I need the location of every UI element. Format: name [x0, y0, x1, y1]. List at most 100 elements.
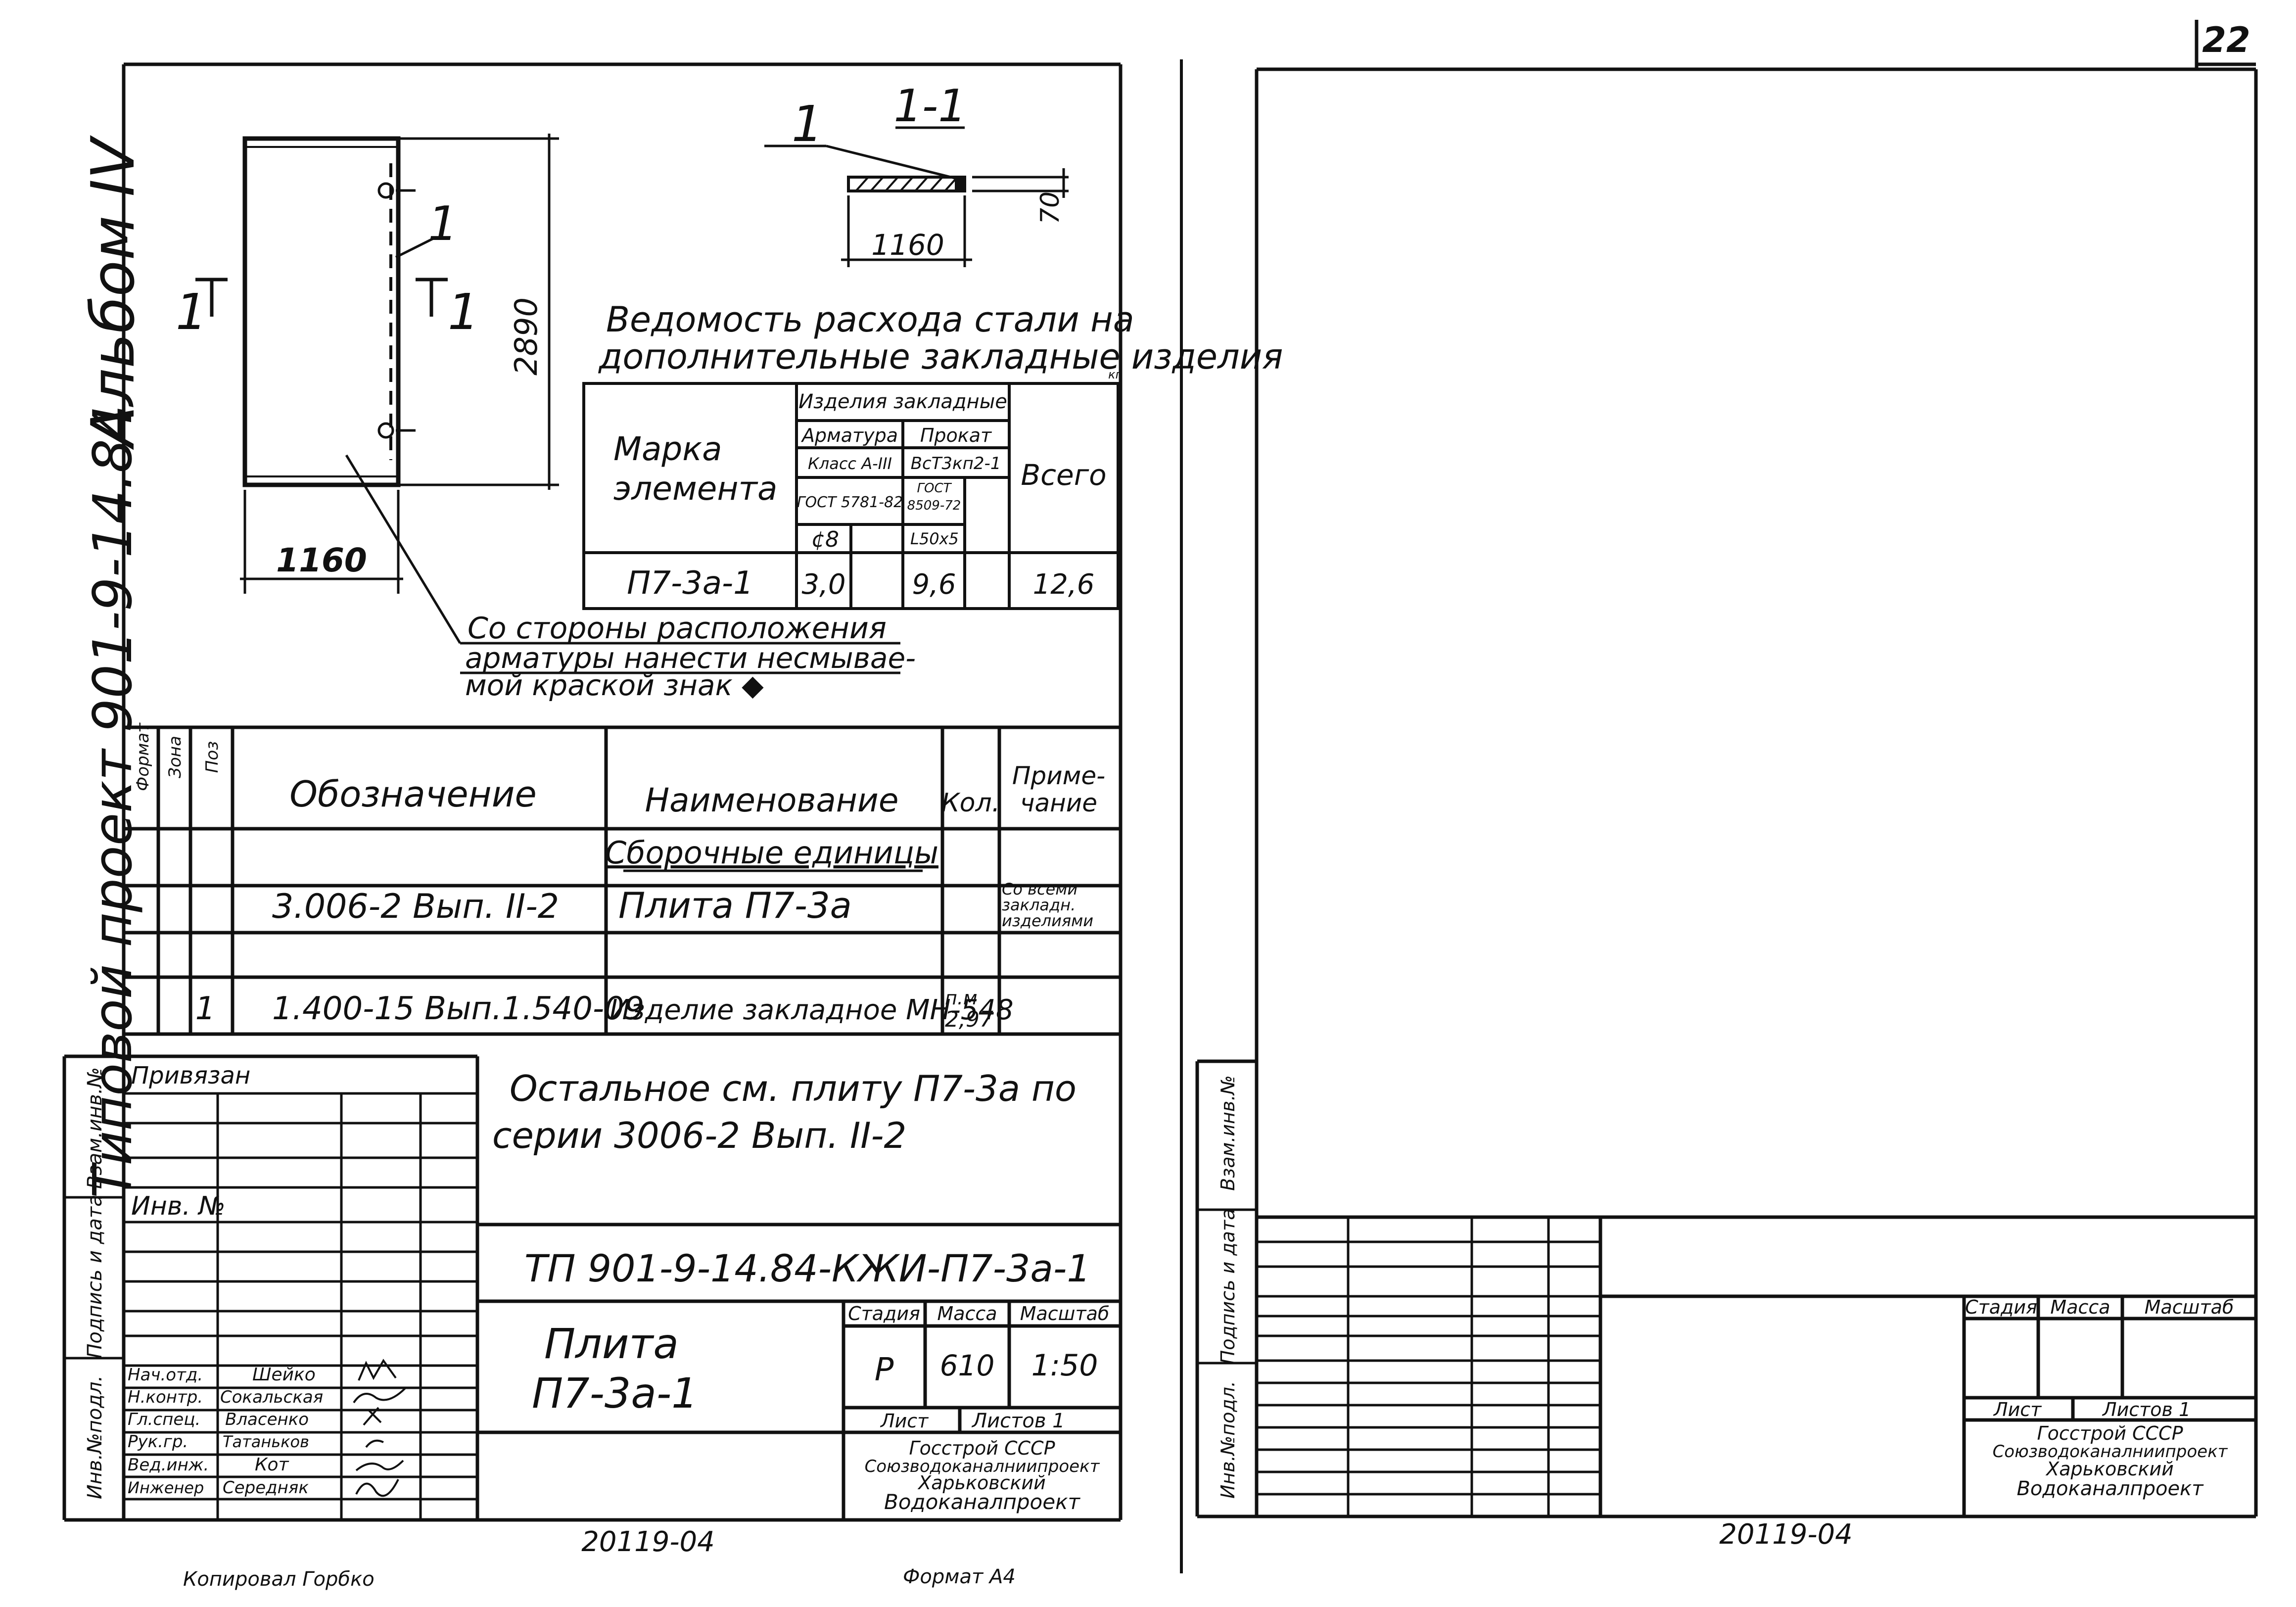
stamp-p2-role: Н.контр. [128, 1387, 203, 1407]
spec-r2-pos: 1 [195, 991, 216, 1027]
spec-r1-note-3: изделиями [1002, 911, 1093, 930]
right-org-1: Госстрой СССР [2037, 1422, 2183, 1444]
stamp-org-3: Харьковский [917, 1472, 1046, 1494]
steel-h-gost-b-1: ГОСТ [917, 481, 952, 496]
plan-width-dim: 1160 [276, 541, 367, 579]
spec-r1-designation: 3.006-2 Вып. II-2 [272, 887, 559, 926]
steel-h-gost-b-2: 8509-72 [907, 498, 961, 513]
spec-h-name: Наименование [645, 781, 899, 819]
steel-h-angle: L50x5 [910, 529, 959, 548]
stamp-title-2: П7-3а-1 [532, 1369, 698, 1418]
stamp-org-4: Водоканалпроект [884, 1490, 1080, 1514]
section-width-dim: 1160 [871, 228, 944, 262]
spec-h-format: Формат [133, 722, 153, 791]
right-doc-number: 20119-04 [1719, 1518, 1853, 1551]
stamp-remark-1: Остальное см. плиту П7-3а по [510, 1068, 1077, 1109]
spec-r1-note-1: Со всеми [1002, 880, 1078, 898]
stamp-stage-label: Стадия [848, 1303, 920, 1324]
right-sheet-label: Лист [1993, 1399, 2042, 1420]
steel-h-armatura: Арматура [800, 425, 898, 446]
stamp-p4-role: Рук.гр. [128, 1432, 188, 1452]
stamp-privyazan: Привязан [131, 1062, 250, 1089]
spec-r2-designation: 1.400-15 Вып.1.540-09 [272, 991, 644, 1027]
steel-h-steel: ВсТ3кп2-1 [911, 454, 1001, 473]
right-sheets-label: Листов 1 [2102, 1399, 2191, 1420]
spec-section-title: Сборочные единицы [605, 835, 938, 871]
steel-row-arm: 3,0 [801, 568, 845, 601]
stamp-org-1: Госстрой СССР [909, 1437, 1055, 1459]
album-label: Альбом IV [79, 135, 148, 450]
plan-height-dim: 2890 [508, 297, 544, 376]
stamp-p6-name: Середняк [223, 1478, 309, 1498]
project-label-vertical: Типовой проект 901-9-14.84 [82, 405, 144, 1198]
right-side-3: Инв.№подл. [1217, 1381, 1239, 1499]
stamp-mass-label: Масса [937, 1303, 997, 1324]
spec-h-pos: Поз [202, 741, 222, 773]
right-stage-label: Стадия [1965, 1296, 2037, 1318]
right-sheet-frame [1197, 20, 2258, 1518]
plan-leader-label: 1 [428, 197, 458, 251]
plate-plan-view: 1 1 1 2890 1160 [176, 134, 900, 645]
right-scale-label: Масштаб [2145, 1296, 2234, 1318]
spec-h-designation: Обозначение [289, 773, 537, 815]
steel-h-mark-2: элемента [613, 470, 777, 508]
steel-row-mark: П7-3а-1 [627, 565, 753, 602]
signature-marks [353, 1359, 407, 1497]
right-title-block: Стадия Масса Масштаб Лист Листов 1 Госст… [1195, 1059, 2256, 1516]
copied-by: Копировал Горбко [183, 1568, 375, 1591]
specification-table: Формат Зона Поз Обозначение Наименование… [124, 722, 1121, 1036]
stamp-p2-name: Сокальская [220, 1387, 323, 1407]
format-label: Формат А4 [903, 1565, 1016, 1588]
stamp-scale-label: Масштаб [1020, 1303, 1110, 1324]
steel-row-total: 12,6 [1033, 568, 1095, 601]
section-mark-left: 1 [176, 283, 207, 341]
steel-table-unit: кг [1108, 368, 1122, 381]
spec-h-note-2: чание [1020, 789, 1097, 817]
stamp-p4-name: Татаньков [223, 1432, 309, 1451]
stamp-p6-role: Инженер [128, 1478, 204, 1497]
stamp-p1-name: Шейко [252, 1365, 316, 1385]
section-thickness-dim: 70 [1035, 191, 1065, 224]
steel-h-gost-a: ГОСТ 5781-82 [797, 494, 903, 511]
stamp-scale: 1:50 [1031, 1348, 1098, 1383]
section-mark-right: 1 [448, 283, 479, 341]
section-leader-label: 1 [792, 95, 823, 153]
stamp-side-2: Подпись и дата [84, 1194, 106, 1358]
stamp-doc-code: ТП 901-9-14.84-КЖИ-П7-3а-1 [524, 1246, 1091, 1290]
steel-table: Ведомость расхода стали на дополнительны… [582, 299, 1283, 610]
stamp-mass: 610 [940, 1349, 995, 1382]
stamp-p1-role: Нач.отд. [128, 1365, 203, 1385]
spec-h-note-1: Приме- [1012, 761, 1105, 790]
stamp-stage: Р [875, 1352, 894, 1388]
stamp-remark-2: серии 3006-2 Вып. II-2 [492, 1115, 906, 1156]
stamp-side-1: Взам.инв.№ [84, 1067, 106, 1189]
stamp-p3-name: Власенко [225, 1410, 309, 1429]
spec-r2-name: Изделие закладное МН-548 [609, 994, 1014, 1026]
steel-table-title-2: дополнительные закладные изделия [598, 336, 1283, 377]
steel-h-class: Класс A-III [808, 454, 892, 473]
stamp-p5-name: Кот [255, 1455, 289, 1475]
stamp-p5-role: Вед.инж. [128, 1455, 209, 1475]
steel-h-diam: ¢8 [811, 527, 839, 552]
right-org-2: Союзводоканалниипроект [1993, 1442, 2228, 1462]
left-title-block: Привязан Инв. № Остальное см. плиту П7-3… [62, 1054, 1121, 1520]
right-mass-label: Масса [2050, 1296, 2110, 1318]
steel-h-group: Изделия закладные [798, 390, 1007, 413]
spec-r2-qty-2: 2,97 [945, 1007, 993, 1032]
steel-h-prokat: Прокат [920, 425, 992, 446]
steel-h-total: Всего [1021, 458, 1106, 492]
spec-r1-name: Плита П7-3а [618, 885, 852, 926]
page-number: 22 [2202, 20, 2250, 60]
spec-r1-note-2: закладн. [1002, 896, 1076, 914]
right-side-2: Подпись и дата [1217, 1209, 1239, 1365]
note-line-1: Со стороны расположения [468, 611, 887, 646]
steel-row-prokat: 9,6 [912, 568, 956, 601]
stamp-side-3: Инв.№подл. [84, 1375, 106, 1500]
note-line-2: арматуры нанести несмывае- [465, 641, 916, 675]
right-org-4: Водоканалпроект [2016, 1477, 2204, 1500]
stamp-sheets-label: Листов 1 [971, 1410, 1065, 1432]
right-side-1: Взам.инв.№ [1217, 1075, 1239, 1191]
steel-table-title-1: Ведомость расхода стали на [606, 299, 1134, 340]
